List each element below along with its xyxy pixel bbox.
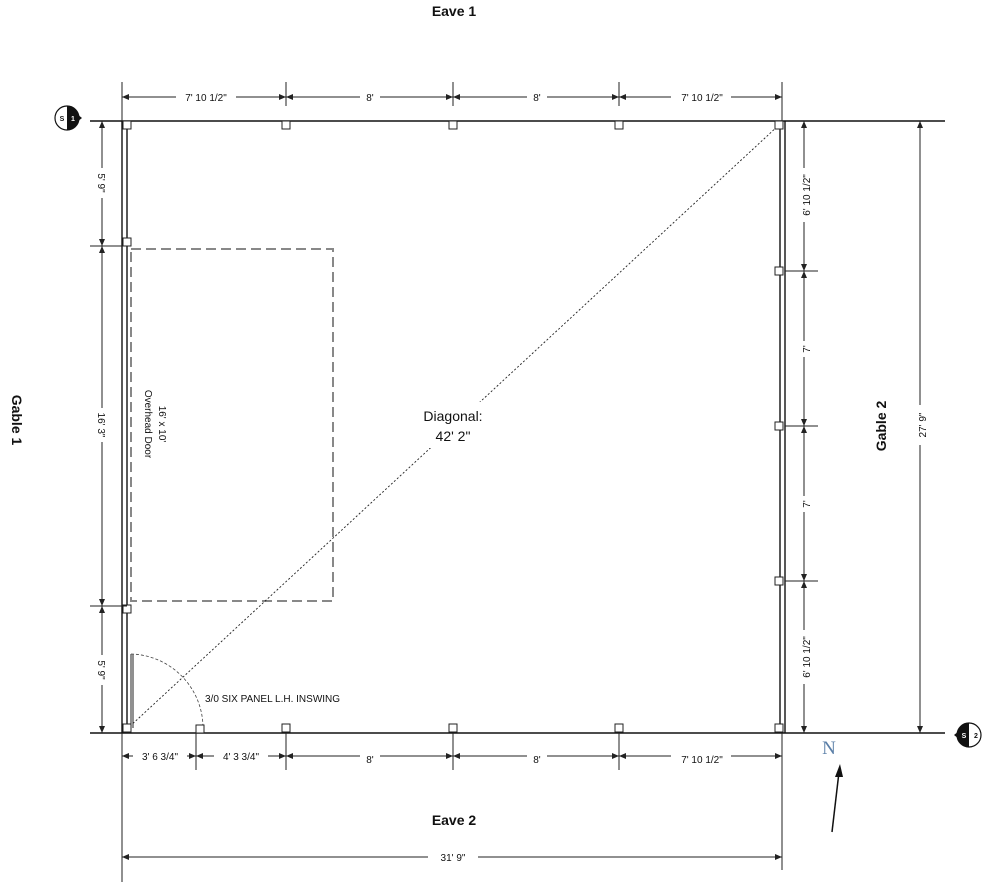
section-marker-2-letter: S	[962, 733, 967, 740]
bottom-dim-4: 8'	[533, 755, 541, 766]
diagonal-value: 42' 2"	[436, 428, 471, 444]
left-dim-2: 16' 3"	[95, 413, 106, 438]
total-width-dimension	[122, 851, 782, 863]
total-width-label: 31' 9"	[441, 853, 466, 864]
post	[195, 724, 205, 734]
post	[122, 120, 132, 130]
building-outline	[90, 120, 945, 734]
right-dim-2: 7'	[802, 345, 813, 353]
section-marker-2-number: 2	[974, 733, 978, 740]
post	[281, 723, 291, 733]
bottom-dim-2: 4' 3 3/4"	[223, 752, 259, 763]
section-marker-2: S 2	[954, 722, 982, 748]
bottom-dimensions	[121, 733, 783, 882]
right-dim-4: 6' 10 1/2"	[802, 636, 813, 678]
gable2-label: Gable 2	[873, 401, 889, 452]
right-dimensions	[785, 121, 818, 733]
post	[122, 604, 132, 614]
top-dim-4: 7' 10 1/2"	[681, 93, 723, 104]
post	[448, 120, 458, 130]
top-dimensions	[121, 82, 783, 121]
eave1-label: Eave 1	[432, 3, 477, 19]
post	[774, 120, 784, 130]
eave2-label: Eave 2	[432, 812, 477, 828]
section-marker-1-number: 1	[71, 116, 75, 123]
post	[774, 421, 784, 431]
right-dim-3: 7'	[802, 500, 813, 508]
north-label: N	[822, 738, 836, 759]
total-depth-label: 27' 9"	[918, 412, 929, 437]
post	[774, 576, 784, 586]
section-marker-1: S 1	[54, 105, 82, 131]
diagonal-label-bg	[415, 402, 493, 448]
door-size-label: 16' x 10'	[156, 406, 167, 443]
bottom-dim-3: 8'	[366, 755, 374, 766]
north-arrow-icon: N	[822, 738, 843, 833]
post	[774, 266, 784, 276]
top-dim-3: 8'	[533, 93, 541, 104]
bottom-dim-5: 7' 10 1/2"	[681, 755, 723, 766]
post	[614, 723, 624, 733]
right-dim-1: 6' 10 1/2"	[802, 174, 813, 216]
inswing-note: 3/0 SIX PANEL L.H. INSWING	[205, 694, 340, 705]
top-dim-1: 7' 10 1/2"	[185, 93, 227, 104]
post	[614, 120, 624, 130]
man-door	[130, 653, 204, 729]
post	[774, 723, 784, 733]
section-marker-1-letter: S	[60, 116, 65, 123]
total-depth-dimension	[914, 121, 926, 733]
left-dimensions	[90, 121, 127, 733]
post	[448, 723, 458, 733]
top-dim-2: 8'	[366, 93, 374, 104]
left-dim-3: 5' 9"	[95, 660, 106, 680]
post	[122, 723, 132, 733]
post	[122, 237, 132, 247]
overhead-door-outline	[130, 248, 334, 602]
post	[281, 120, 291, 130]
diagonal-title: Diagonal:	[423, 408, 482, 424]
gable1-label: Gable 1	[9, 395, 25, 446]
bottom-dim-1: 3' 6 3/4"	[142, 752, 178, 763]
door-type-label: Overhead Door	[142, 390, 153, 459]
left-dim-1: 5' 9"	[95, 173, 106, 193]
